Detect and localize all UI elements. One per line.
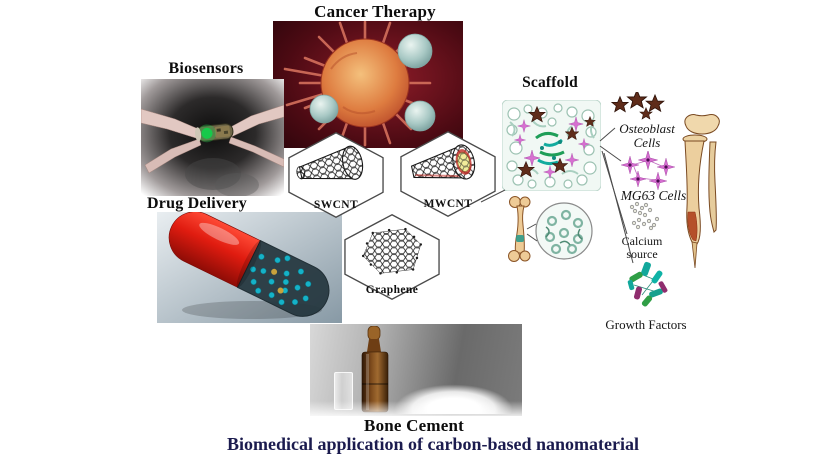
graphene-sheet-icon	[361, 227, 423, 275]
figure-caption: Biomedical application of carbon-based n…	[226, 434, 639, 454]
drug-capsule-image	[157, 212, 342, 323]
swcnt-nanotube-icon	[296, 145, 364, 180]
growth-factors-icon	[622, 255, 674, 313]
osteoblast-cells-label: Osteoblast Cells	[619, 121, 675, 151]
ampoule-icon	[361, 326, 389, 413]
magnifier-circle-icon	[534, 199, 596, 265]
bone-cement-title: Bone Cement	[364, 416, 464, 435]
tweezers-icon	[141, 104, 284, 174]
green-led-icon	[201, 127, 213, 139]
calcium-source-label: Calcium source	[621, 234, 663, 261]
scaffold-image	[502, 100, 601, 191]
calcium-source-icon	[624, 201, 664, 233]
cancer-therapy-title: Cancer Therapy	[314, 2, 436, 21]
small-bone-icon	[505, 195, 535, 263]
graphene-label: Graphene	[365, 284, 419, 296]
biosensors-title: Biosensors	[168, 60, 244, 77]
swcnt-hexagon: SWCNT	[288, 131, 384, 219]
cancer-cell-image	[273, 21, 463, 148]
growth-factors-label: Growth Factors	[605, 317, 687, 332]
mg63-cells-label: MG63 Cells	[620, 188, 687, 203]
bone-icon	[680, 112, 724, 272]
graphene-hexagon: Graphene	[344, 213, 440, 301]
mwcnt-label: MWCNT	[423, 198, 473, 210]
drug-delivery-title: Drug Delivery	[147, 195, 247, 212]
mwcnt-hexagon: MWCNT	[400, 130, 496, 218]
mg63-cells-icon	[618, 151, 676, 191]
biosensor-image	[141, 79, 284, 196]
teal-nanoparticle	[397, 33, 433, 69]
scaffold-title: Scaffold	[522, 74, 578, 91]
osteoblast-cells-icon	[610, 92, 668, 122]
capsule-red-half	[168, 212, 261, 288]
nanoparticle-cluster-icon	[250, 253, 312, 306]
bone-cement-image	[310, 324, 522, 416]
sensor-chip-icon	[194, 123, 234, 143]
swcnt-label: SWCNT	[313, 199, 359, 211]
mwcnt-nanotube-icon	[410, 144, 476, 180]
